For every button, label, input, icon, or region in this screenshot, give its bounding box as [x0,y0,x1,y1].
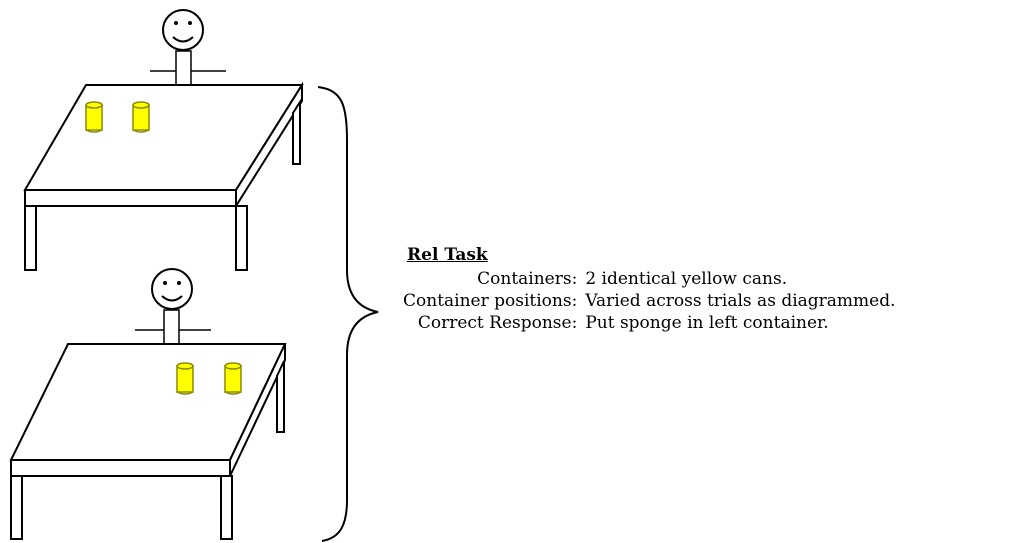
person-bottom [135,268,211,345]
can-right-bottom [224,362,242,395]
top-scene [23,9,304,271]
can-left-bottom [176,362,194,395]
smile-bottom [161,295,183,302]
legend-row: Containers: 2 identical yellow cans. [403,268,896,290]
table-leg-front-right-top [235,205,248,271]
legend-heading: Rel Task [407,245,488,265]
legend-table: Containers: 2 identical yellow cans. Con… [403,268,896,334]
torso-bottom [163,309,180,345]
legend-value-correct-response: Put sponge in left container. [585,313,829,333]
eye-right-bottom [177,281,181,285]
bottom-scene [9,268,287,540]
head-bottom [151,268,193,310]
tabletop-surface-top [23,84,304,191]
person-top [150,9,226,86]
smile-top [172,36,194,43]
legend-value-container-positions: Varied across trials as diagrammed. [585,291,896,311]
legend-row: Correct Response: Put sponge in left con… [403,312,896,334]
table-leg-front-left-top [24,205,37,271]
torso-top [175,50,192,86]
task-legend: Rel Task Containers: 2 identical yellow … [403,244,896,334]
head-top [162,9,204,51]
legend-row: Container positions: Varied across trial… [403,290,896,312]
tabletop-edge-front-top [24,189,237,207]
table-leg-back-right-bottom [276,360,285,433]
eye-left-bottom [163,281,167,285]
tabletop-edge-front-bottom [10,459,231,477]
table-leg-front-right-bottom [220,475,233,540]
table-leg-front-left-bottom [10,475,23,540]
legend-key-containers: Containers: [477,269,578,289]
can-right-top [132,101,150,133]
eye-right-top [188,21,192,25]
table-leg-back-right-top [292,98,301,165]
legend-key-correct-response: Correct Response: [417,313,578,333]
can-left-top [85,101,103,133]
table-bottom [9,343,287,540]
legend-value-containers: 2 identical yellow cans. [585,269,788,289]
eye-left-top [174,21,178,25]
legend-key-container-positions: Container positions: [403,291,578,311]
table-top [23,81,304,271]
curly-brace [317,86,379,542]
